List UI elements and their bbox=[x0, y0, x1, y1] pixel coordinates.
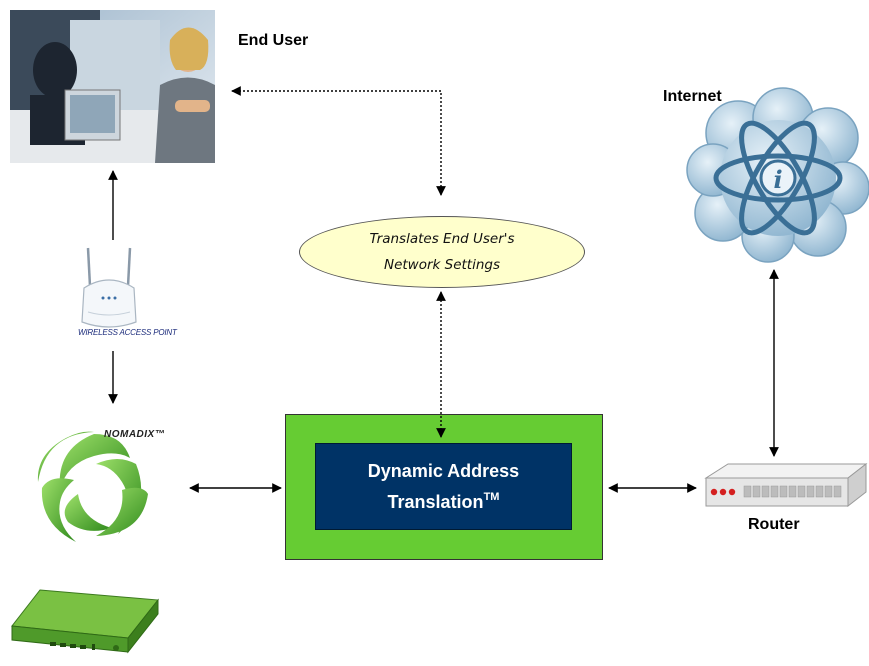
wireless-access-point-label: WIRELESS ACCESS POINT bbox=[78, 328, 177, 337]
dat-trademark: TM bbox=[483, 491, 500, 503]
router-device-icon bbox=[704, 462, 868, 508]
wireless-access-point-icon bbox=[81, 247, 137, 328]
internet-label: Internet bbox=[663, 88, 722, 105]
nomadix-label: NOMADIX™ bbox=[104, 429, 166, 440]
svg-text:i: i bbox=[773, 165, 782, 194]
dat-title-translation: Translation bbox=[387, 492, 484, 512]
nomadix-logo-icon bbox=[37, 431, 148, 542]
internet-cloud-icon: i bbox=[686, 87, 869, 263]
gateway-device-icon bbox=[11, 589, 159, 654]
dat-title-line-2: TranslationTM bbox=[388, 484, 500, 515]
translation-ellipse: Translates End User's Network Settings bbox=[299, 216, 585, 288]
dat-inner-box: Dynamic Address TranslationTM bbox=[315, 443, 572, 530]
dat-title-line-1: Dynamic Address bbox=[367, 461, 520, 481]
ellipse-line-1: Translates End User's bbox=[369, 231, 515, 247]
end-user-label: End User bbox=[238, 32, 309, 49]
arrow-ellipse-to-end-user bbox=[231, 86, 446, 196]
router-label: Router bbox=[748, 516, 800, 533]
ellipse-line-2: Network Settings bbox=[383, 257, 501, 273]
end-user-photo bbox=[10, 10, 215, 163]
